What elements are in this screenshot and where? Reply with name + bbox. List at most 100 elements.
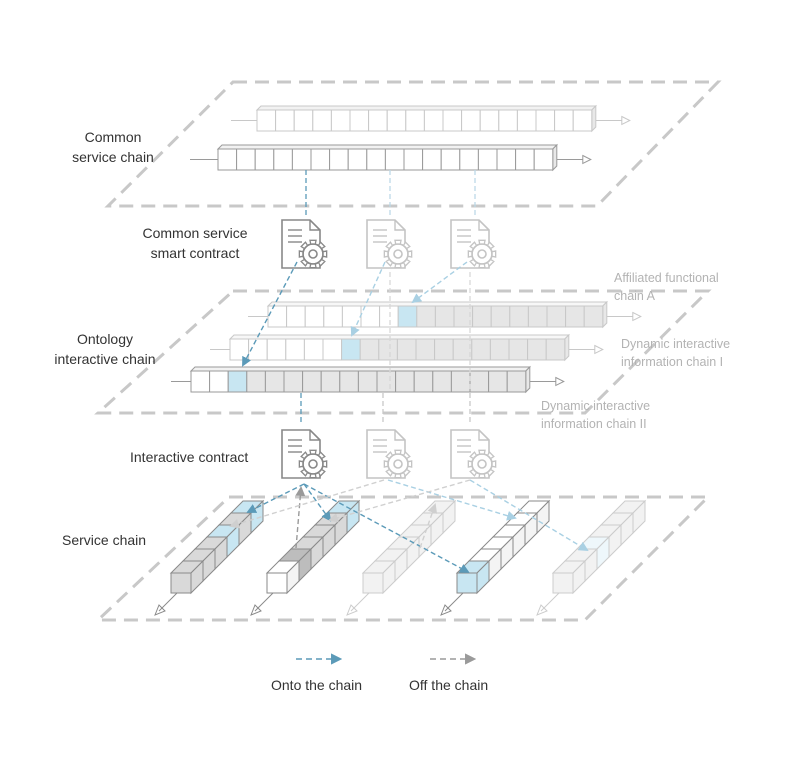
- arrow-right-icon: [594, 344, 604, 355]
- chain-block: [266, 338, 287, 361]
- chain-block: [403, 148, 424, 171]
- label-ontology-interactive-chain: Ontology interactive chain: [40, 329, 170, 369]
- chain-block: [554, 109, 574, 132]
- chain-block: [471, 338, 491, 361]
- flow-arrow: [246, 483, 305, 513]
- chain-block: [341, 305, 362, 328]
- chain-block: [397, 305, 418, 328]
- label-dynamic-chain-i: Dynamic interactive information chain I: [621, 335, 730, 371]
- chain-block: [515, 148, 535, 171]
- chain-block: [366, 148, 386, 171]
- layer-connectors: [300, 170, 476, 425]
- arrow-down-left-icon: [154, 604, 166, 616]
- label-service-chain: Service chain: [62, 532, 147, 548]
- chain-top: [216, 144, 559, 150]
- flow-arrow: [328, 479, 471, 523]
- chain-block: [440, 148, 461, 171]
- flow-arrows: [229, 261, 589, 573]
- arrow-right-icon: [632, 311, 642, 322]
- chain-block: [489, 338, 510, 361]
- chain-block: [359, 338, 380, 361]
- arrow-down-left-icon: [536, 604, 548, 616]
- legend-off-label: Off the chain: [409, 677, 489, 693]
- chain-block: [209, 370, 229, 393]
- flow-arrow: [469, 479, 589, 552]
- chain-top: [266, 301, 609, 307]
- label-affiliated-chain-a: Affiliated functional chain A: [614, 269, 719, 305]
- arrow-right-icon: [621, 115, 631, 126]
- chain-block: [442, 109, 463, 132]
- service-stack-2: [250, 499, 361, 616]
- contract-document-gear-icon: [366, 429, 413, 479]
- label-ontology-line1: Ontology: [76, 331, 134, 347]
- common-chain-back: [231, 104, 631, 133]
- flow-arrow: [350, 261, 386, 337]
- chain-block: [330, 109, 351, 132]
- chain-block: [395, 370, 415, 393]
- label-common-service-chain-line1: Common: [84, 129, 142, 145]
- chain-top: [228, 334, 571, 340]
- chain-block: [357, 370, 378, 393]
- chain-block: [461, 109, 481, 132]
- chain-block: [376, 370, 397, 393]
- chain-block: [413, 370, 434, 393]
- arrow-right-icon: [555, 376, 565, 387]
- dynamic-chain-ii: [171, 365, 565, 394]
- chain-block: [286, 305, 306, 328]
- chain-block: [533, 148, 554, 171]
- chain-block: [496, 148, 517, 171]
- chain-block: [545, 338, 566, 361]
- chain-block: [312, 109, 332, 132]
- chain-block: [227, 370, 248, 393]
- chain-side: [591, 104, 597, 133]
- stack-block: [266, 572, 288, 594]
- arrow-down-left-icon: [346, 604, 358, 616]
- chain-block: [329, 148, 349, 171]
- chain-block: [256, 109, 277, 132]
- chain-block: [516, 109, 537, 132]
- chain-block: [320, 370, 341, 393]
- chain-block: [267, 305, 288, 328]
- chain-block: [254, 148, 275, 171]
- plane-service: [94, 495, 712, 622]
- flow-arrow: [295, 486, 306, 549]
- stack-block: [552, 572, 574, 594]
- chain-block: [535, 109, 556, 132]
- chain-block: [565, 305, 585, 328]
- arrow-down-left-icon: [440, 604, 452, 616]
- chain-block: [217, 148, 238, 171]
- label-common-service-contract: Common service smart contract: [130, 223, 260, 263]
- service-stack-5: [536, 499, 647, 616]
- chain-block: [506, 370, 527, 393]
- contract-document-gear-icon: [450, 219, 497, 269]
- chain-side: [602, 300, 608, 329]
- label-affiliated-line1: Affiliated functional: [614, 271, 719, 285]
- chain-block: [477, 148, 498, 171]
- chain-block: [246, 370, 266, 393]
- horizontal-chains: [171, 104, 642, 394]
- contract-document-gear-icon: [450, 429, 497, 479]
- contract-document-gear-icon: [281, 429, 328, 479]
- chain-block: [472, 305, 492, 328]
- chain-block: [434, 338, 454, 361]
- chain-block: [349, 109, 370, 132]
- chain-block: [379, 305, 399, 328]
- chain-block: [432, 370, 452, 393]
- chain-block: [498, 109, 518, 132]
- chain-block: [285, 338, 305, 361]
- arrow-down-left-icon: [250, 604, 262, 616]
- legend-onto-label: Onto the chain: [271, 677, 363, 693]
- chain-block: [341, 338, 361, 361]
- chain-block: [304, 305, 325, 328]
- chain-block: [508, 338, 529, 361]
- chain-block: [264, 370, 285, 393]
- stack-block: [456, 572, 478, 594]
- plane-ontology: [94, 289, 712, 415]
- chain-block: [291, 148, 312, 171]
- chain-block: [469, 370, 490, 393]
- chain-block: [273, 148, 293, 171]
- plane-common-service: [104, 80, 722, 208]
- label-dynamic-chain-ii: Dynamic interactive information chain II: [541, 397, 650, 433]
- chain-block: [527, 305, 548, 328]
- common-chain-front: [190, 143, 592, 172]
